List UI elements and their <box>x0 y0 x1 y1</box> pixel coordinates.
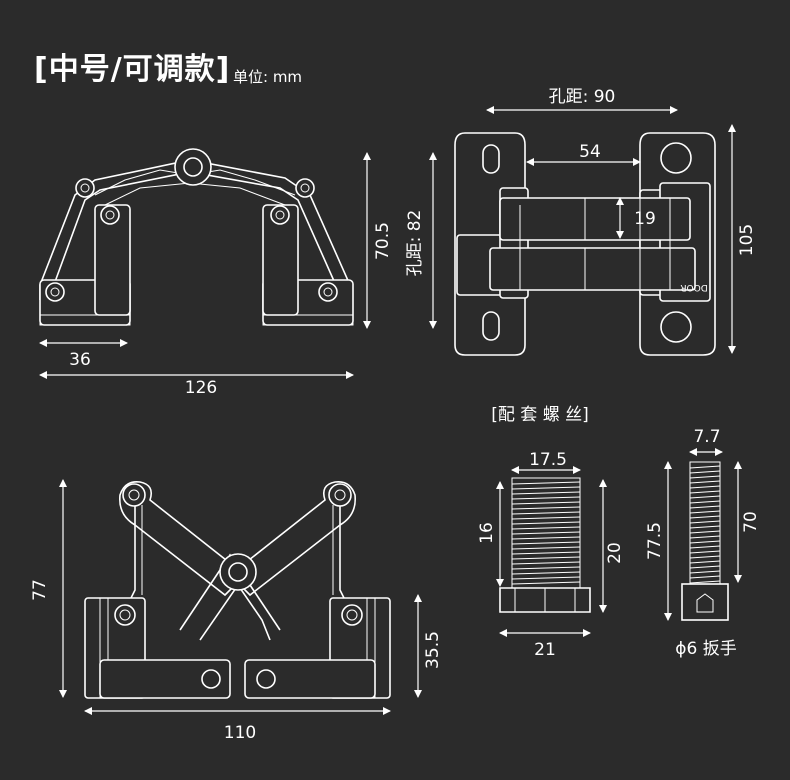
thread-line <box>511 576 581 580</box>
hinge-folded-view <box>84 480 391 699</box>
dim-label-21: 21 <box>534 640 556 660</box>
thread-line <box>511 556 581 560</box>
dim-label-77-5: 77.5 <box>645 522 665 560</box>
thread-line <box>689 520 721 524</box>
dim-label-110: 110 <box>224 723 256 743</box>
thread-line <box>689 565 721 569</box>
thread-line <box>511 496 581 500</box>
thread-line <box>689 575 721 579</box>
socket-screw <box>681 461 729 621</box>
dim-label-54: 54 <box>579 142 601 162</box>
dim-label-16: 16 <box>477 522 497 544</box>
thread-line <box>689 580 721 584</box>
hinge-side-view <box>39 148 354 326</box>
thread-line <box>511 501 581 505</box>
dim-label-77: 77 <box>30 579 50 601</box>
dim-label-35-5: 35.5 <box>423 631 443 669</box>
thread-line <box>511 551 581 555</box>
thread-line <box>689 495 721 499</box>
thread-line <box>511 581 581 585</box>
thread-line <box>689 505 721 509</box>
thread-line <box>511 571 581 575</box>
dim-label-hole-90: 孔距: 90 <box>549 87 616 107</box>
thread-line <box>511 511 581 515</box>
thread-line <box>689 525 721 529</box>
thread-line <box>511 516 581 520</box>
thread-line <box>689 560 721 564</box>
thread-line <box>689 540 721 544</box>
door-mark: DOOR <box>680 282 707 292</box>
thread-line <box>689 470 721 474</box>
dim-label-20: 20 <box>605 542 625 564</box>
dim-label-36: 36 <box>69 350 91 370</box>
dim-label-70-5: 70.5 <box>373 222 393 260</box>
thread-line <box>511 506 581 510</box>
thread-line <box>511 546 581 550</box>
thread-line <box>689 475 721 479</box>
dim-label-105: 105 <box>737 224 757 256</box>
thread-line <box>511 486 581 490</box>
dim-label-hole-82: 孔距: 82 <box>405 210 425 277</box>
thread-line <box>689 490 721 494</box>
thread-line <box>689 550 721 554</box>
dim-label-19: 19 <box>634 209 656 229</box>
thread-line <box>689 500 721 504</box>
screws-title: [配 套 螺 丝] <box>491 405 588 425</box>
thread-line <box>689 555 721 559</box>
thread-line <box>689 480 721 484</box>
thread-line <box>689 545 721 549</box>
unit-label: 单位: mm <box>233 68 303 86</box>
thread-line <box>511 481 581 485</box>
thread-line <box>511 521 581 525</box>
thread-line <box>689 530 721 534</box>
thread-line <box>689 485 721 489</box>
thread-line <box>689 465 721 469</box>
thread-line <box>511 536 581 540</box>
thread-line <box>689 510 721 514</box>
thread-line <box>511 541 581 545</box>
thread-line <box>689 535 721 539</box>
thread-line <box>689 515 721 519</box>
hinge-front-view: DOOR <box>454 132 716 356</box>
dim-label-126: 126 <box>185 378 217 398</box>
thread-line <box>689 570 721 574</box>
page-title: [中号/可调款] <box>34 52 231 87</box>
thread-line <box>511 526 581 530</box>
wrench-label: ɸ6 扳手 <box>675 639 736 659</box>
bolt-screw <box>499 477 591 613</box>
thread-line <box>511 491 581 495</box>
dim-label-17-5: 17.5 <box>529 450 567 470</box>
thread-line <box>511 566 581 570</box>
dim-label-70: 70 <box>741 511 761 533</box>
thread-line <box>511 561 581 565</box>
thread-line <box>511 531 581 535</box>
dim-label-7-7: 7.7 <box>693 427 720 447</box>
